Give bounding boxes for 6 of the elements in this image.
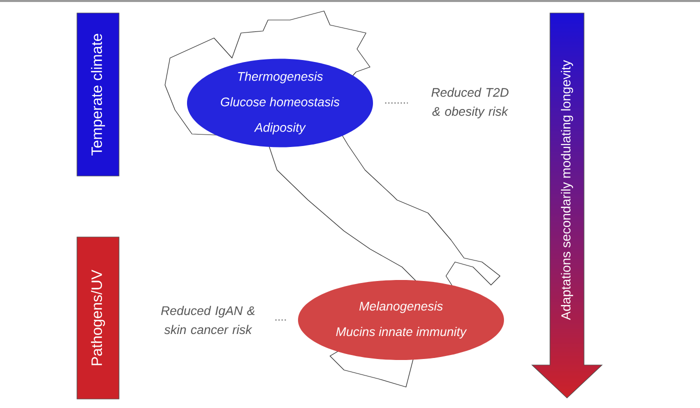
dotted-leader: [275, 319, 286, 321]
label-box: Pathogens/UV: [76, 236, 120, 400]
note-text: Reduced IgAN & skin cancer risk: [161, 306, 255, 334]
label-box: Temperate climate: [76, 12, 120, 176]
dotted-leader: [385, 102, 408, 104]
note-text: Reduced T2D & obesity risk: [432, 88, 508, 118]
